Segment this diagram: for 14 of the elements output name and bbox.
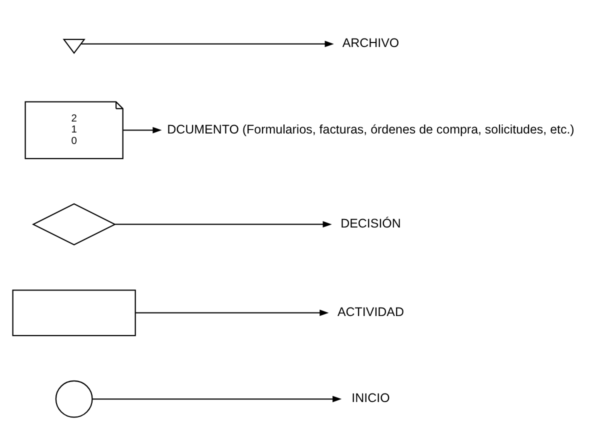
node-diamond xyxy=(32,202,116,245)
node-text: DECISIÓN xyxy=(340,216,401,230)
node-box xyxy=(12,289,136,336)
node-text: DCUMENTO (Formularios, facturas, órdenes de compra, solicitudes, etc.) xyxy=(167,122,574,136)
arrow xyxy=(92,395,342,402)
node-text: ARCHIVO xyxy=(342,36,400,50)
arrow xyxy=(136,309,329,316)
arrow xyxy=(81,40,334,47)
node-circle xyxy=(55,380,93,418)
node-text: ACTIVIDAD xyxy=(337,304,404,318)
arrow xyxy=(115,220,332,228)
node-text: INICIO xyxy=(352,390,390,405)
node-triangle xyxy=(62,38,86,54)
arrow xyxy=(123,126,162,133)
